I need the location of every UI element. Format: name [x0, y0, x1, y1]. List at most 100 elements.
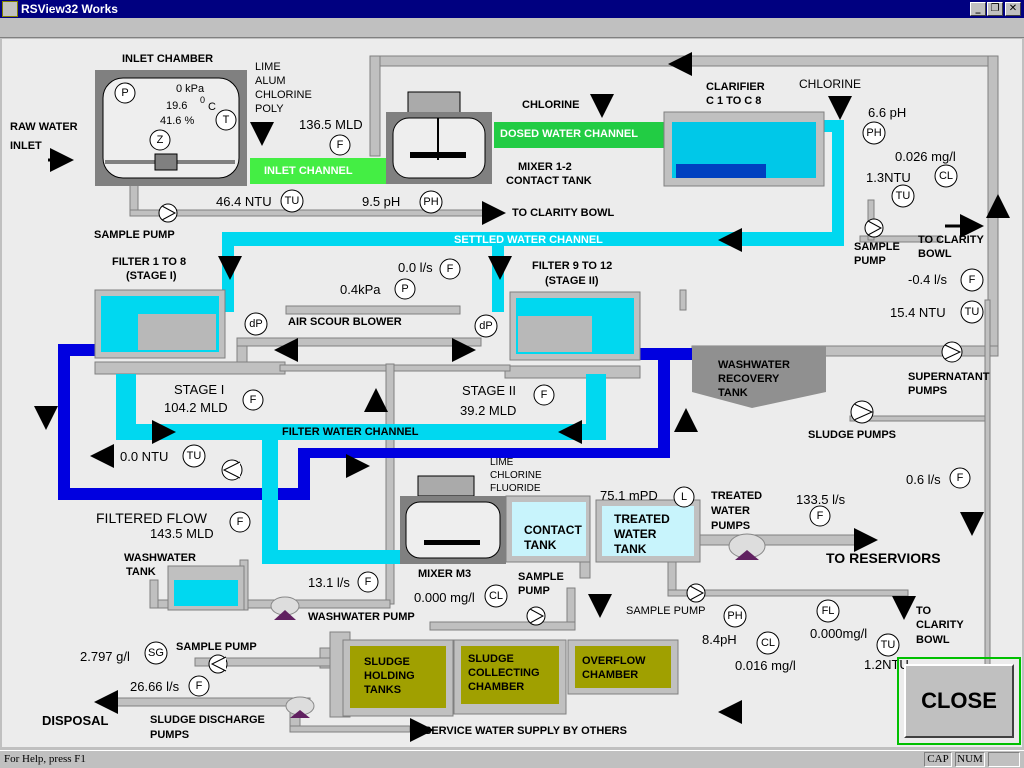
- close-button[interactable]: CLOSE: [904, 664, 1014, 738]
- supernatant-flow-value: -0.4 l/s: [908, 272, 948, 287]
- tag-f-disch[interactable]: F: [195, 680, 203, 692]
- treated-water-pumps-label-2: WATER: [711, 505, 750, 517]
- tag-f-stage2[interactable]: F: [540, 389, 548, 401]
- stage-1-label: STAGE I: [174, 382, 225, 397]
- tag-f-treated[interactable]: F: [816, 510, 824, 522]
- minimize-button[interactable]: _: [970, 2, 986, 16]
- tag-dp-filter1[interactable]: dP: [249, 318, 263, 330]
- tag-fl-out[interactable]: FL: [821, 605, 835, 617]
- tag-p-inlet[interactable]: P: [121, 87, 129, 99]
- tag-f-filtered[interactable]: F: [236, 516, 244, 528]
- label-layer: .t{position:absolute;white-space:nowrap}…: [2, 39, 1022, 747]
- treated-flow-value: 133.5 l/s: [796, 492, 846, 507]
- supernatant-label: SUPERNATANT: [908, 371, 990, 383]
- lime-label-2: LIME: [490, 457, 514, 468]
- instrument-tags: [114, 82, 984, 697]
- washwater-recovery-tank: [692, 346, 826, 408]
- washwater-recovery-label-3: TANK: [718, 387, 748, 399]
- stage-1-flow-value: 104.2 MLD: [164, 400, 228, 415]
- tag-f-air[interactable]: F: [446, 263, 454, 275]
- tag-tu-clar[interactable]: TU: [895, 190, 911, 202]
- inlet-label: INLET: [10, 140, 42, 152]
- caps-lock-indicator: CAP: [924, 752, 952, 767]
- tag-tu-inlet[interactable]: TU: [284, 195, 300, 207]
- window-title: RSView32 Works: [21, 2, 118, 16]
- tag-f-inlet[interactable]: F: [336, 139, 344, 151]
- sample-label-m3: SAMPLE: [518, 571, 564, 583]
- air-pressure-value: 0.4kPa: [340, 282, 381, 297]
- tag-dp-filter2[interactable]: dP: [479, 320, 493, 332]
- tag-tu-super[interactable]: TU: [964, 306, 980, 318]
- contact-tank-label-a: CONTACT: [524, 523, 582, 537]
- sg-value: 2.797 g/l: [80, 649, 130, 664]
- water-pipes: [116, 120, 844, 564]
- chlorine-dose-label: CHLORINE: [255, 89, 312, 101]
- washwater-pump-label: WASHWATER PUMP: [308, 611, 415, 623]
- treated-water-tank-label-3: TANK: [614, 542, 647, 556]
- treated-water-tank-label-1: TREATED: [614, 512, 670, 526]
- inlet-pressure-value: 0 kPa: [176, 83, 205, 95]
- dosed-water-channel-label: DOSED WATER CHANNEL: [500, 128, 638, 140]
- stage-2-flow-value: 39.2 MLD: [460, 403, 517, 418]
- process-display: .t{position:absolute;white-space:nowrap}…: [2, 39, 1022, 747]
- sludge-collecting-label-2: COLLECTING: [468, 667, 540, 679]
- tag-f-sludge[interactable]: F: [956, 472, 964, 484]
- tag-ph-out[interactable]: PH: [727, 610, 743, 622]
- chlorine-label-2: CHLORINE: [490, 470, 542, 481]
- inlet-flow-value: 136.5 MLD: [299, 117, 363, 132]
- status-bar: For Help, press F1 CAP NUM: [0, 750, 1024, 768]
- wash-flow-value: 13.1 l/s: [308, 575, 350, 590]
- menu-bar: [0, 18, 1024, 38]
- washwater-recovery-label-2: RECOVERY: [718, 373, 780, 385]
- to-clarity-label-r: TO CLARITY: [918, 234, 984, 246]
- clarifier-ntu-value: 1.3NTU: [866, 170, 911, 185]
- chlorine-label-top: CHLORINE: [522, 99, 580, 111]
- temp-unit: C: [208, 101, 216, 113]
- inlet-channel: [250, 158, 386, 184]
- inlet-channel-label: INLET CHANNEL: [264, 165, 353, 177]
- sludge-holding-label-1: SLUDGE: [364, 656, 410, 668]
- tag-l-treated[interactable]: L: [680, 491, 688, 503]
- tag-cl-clar[interactable]: CL: [938, 170, 954, 182]
- overflow-label-2: CHAMBER: [582, 669, 639, 681]
- inlet-ph-value: 9.5 pH: [362, 194, 401, 209]
- tag-z-inlet[interactable]: Z: [156, 134, 164, 146]
- inlet-ntu-value: 46.4 NTU: [216, 194, 272, 209]
- tag-f-wash[interactable]: F: [364, 576, 372, 588]
- centrifugal-pumps: [270, 533, 766, 718]
- tag-p-air[interactable]: P: [401, 283, 409, 295]
- tag-f-super[interactable]: F: [968, 274, 976, 286]
- to-reservoirs-label: TO RESERVIORS: [826, 550, 941, 566]
- restore-button[interactable]: ❐: [987, 2, 1003, 16]
- washwater-tank-label-1: WASHWATER: [124, 552, 196, 564]
- filter-water-channel-label: FILTER WATER CHANNEL: [282, 426, 419, 438]
- sludge-holding-label-2: HOLDING: [364, 670, 415, 682]
- mixer-1-2-label: MIXER 1-2: [518, 161, 572, 173]
- washwater-recovery-label-1: WASHWATER: [718, 359, 790, 371]
- treated-level-value: 75.1 mPD: [600, 488, 658, 503]
- lime-label: LIME: [255, 61, 281, 73]
- washwater-tank-label-2: TANK: [126, 566, 156, 578]
- app-icon[interactable]: [2, 1, 18, 17]
- tag-tu-filt[interactable]: TU: [186, 450, 202, 462]
- out-ph-value: 8.4pH: [702, 632, 737, 647]
- tag-f-stage1[interactable]: F: [249, 394, 257, 406]
- tag-cl-m3[interactable]: CL: [488, 590, 504, 602]
- sample-pump-label-r: SAMPLE PUMP: [626, 605, 706, 617]
- tag-tu-out[interactable]: TU: [880, 639, 896, 651]
- close-button-frame: CLOSE: [897, 657, 1021, 745]
- tag-ph-inlet[interactable]: PH: [423, 196, 439, 208]
- inlet-percent-value: 41.6 %: [160, 115, 195, 127]
- contact-tank-label-b: TANK: [524, 538, 557, 552]
- tag-cl-out[interactable]: CL: [760, 637, 776, 649]
- title-bar[interactable]: RSView32 Works _ ❐ ✕: [0, 0, 1024, 18]
- flow-arrows: [34, 52, 1010, 742]
- filtered-ntu-value: 0.0 NTU: [120, 449, 169, 464]
- tag-t-inlet[interactable]: T: [222, 114, 230, 126]
- inlet-temp-value: 19.6: [166, 100, 188, 112]
- disposal-label: DISPOSAL: [42, 713, 109, 728]
- tag-sg[interactable]: SG: [148, 647, 164, 659]
- close-window-button[interactable]: ✕: [1005, 2, 1021, 16]
- tag-ph-clar[interactable]: PH: [866, 127, 882, 139]
